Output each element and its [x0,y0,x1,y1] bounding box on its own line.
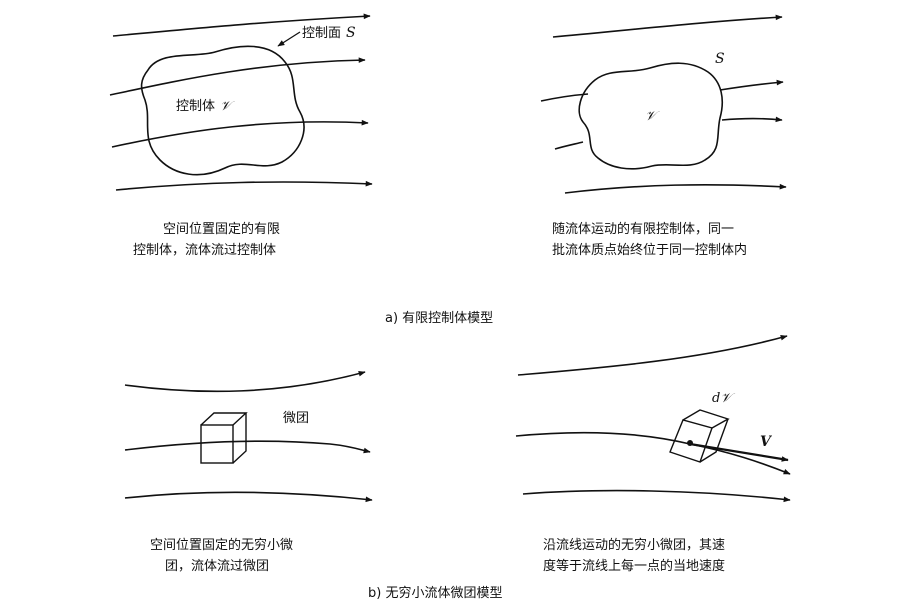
fluid-element-moving [669,409,730,463]
streamline-b-left-2 [124,440,371,454]
caption-b-left-line2: 团，流体流过微团 [165,559,269,574]
element-center-dot [687,440,693,446]
control-volume-moving [578,62,724,170]
caption-a-right-line1: 随流体运动的有限控制体，同一 [552,221,734,237]
streamline-a-right-2b [719,79,784,91]
fluid-element-fixed [200,412,248,464]
panel-a-right [540,14,787,194]
streamline-b-left-3 [124,491,373,503]
caption-a-right-line2: 批流体质点始终位于同一控制体内 [552,242,747,258]
streamline-a-left-4 [115,180,373,191]
control-volume-symbol: 𝒱 [220,99,235,114]
control-surface-label: 控制面 [302,26,341,41]
caption-a-left-line1: 空间位置固定的有限 [163,221,280,237]
velocity-symbol: V [760,434,773,450]
panel-b-right [515,334,791,503]
panel-b-title: b) 无穷小流体微团模型 [368,585,502,601]
moving-surface-symbol: S [715,51,725,67]
surface-pointer-arrow [277,31,301,47]
streamline-a-left-1 [112,13,371,37]
streamline-a-right-1 [552,14,783,38]
caption-b-right-line1: 沿流线运动的无穷小微团，其速 [543,537,725,553]
streamline-a-right-4 [564,183,787,194]
streamline-b-right-1 [517,334,788,376]
streamline-a-right-3 [554,141,584,150]
streamline-a-left-2 [109,57,366,96]
panel-b-left [124,370,373,503]
streamline-a-right-2 [540,93,589,102]
control-volume-fixed [140,45,305,176]
moving-volume-symbol: 𝒱 [645,109,660,124]
element-volume-symbol: d𝒱 [712,391,735,406]
control-volume-label: 控制体 [176,99,215,114]
caption-b-left-line1: 空间位置固定的无穷小微 [150,537,293,553]
streamline-b-right-2 [515,431,791,475]
streamline-b-left-1 [124,370,366,393]
caption-b-right-line2: 度等于流线上每一点的当地速度 [543,558,725,574]
caption-a-left-line2: 控制体，流体流过控制体 [133,243,276,258]
streamline-a-left-3 [111,119,369,148]
velocity-vector [689,442,789,462]
panel-a-left [109,13,373,191]
control-surface-symbol: S [346,25,356,41]
streamline-a-right-3b [721,116,783,123]
streamline-b-right-3 [522,489,791,503]
panel-a-title: a) 有限控制体模型 [385,311,493,326]
fluid-element-label: 微团 [283,411,309,426]
